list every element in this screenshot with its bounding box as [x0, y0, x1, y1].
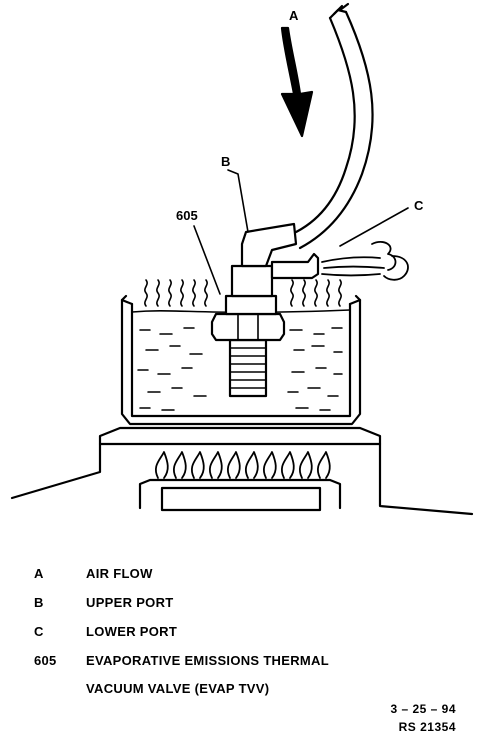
legend-key: 605: [34, 653, 57, 668]
water-surface: [131, 309, 351, 314]
burner-box: [138, 478, 342, 512]
legend-text: EVAPORATIVE EMISSIONS THERMAL VACUUM VAL…: [86, 653, 454, 696]
figure-stamp: 3 – 25 – 94 RS 21354: [390, 700, 456, 736]
evap-tvv-diagram: A B C 605: [10, 2, 474, 516]
legend-text: UPPER PORT: [86, 595, 174, 610]
burner-flames: [154, 451, 331, 479]
legend-item-a: A AIR FLOW: [34, 566, 454, 581]
water-texture: [137, 327, 343, 411]
legend: A AIR FLOW B UPPER PORT C LOWER PORT 605…: [34, 566, 454, 710]
legend-text: LOWER PORT: [86, 624, 178, 639]
callout-a: A: [289, 8, 299, 23]
figure-code: RS 21354: [398, 720, 456, 734]
thermal-vacuum-valve: [210, 222, 320, 398]
figure-date: 3 – 25 – 94: [390, 702, 456, 716]
legend-item-b: B UPPER PORT: [34, 595, 454, 610]
legend-key: A: [34, 566, 44, 581]
legend-key: B: [34, 595, 44, 610]
leader-line-605: [193, 225, 221, 295]
legend-item-605: 605 EVAPORATIVE EMISSIONS THERMAL VACUUM…: [34, 653, 454, 696]
legend-text-line-2: VACUUM VALVE (EVAP TVV): [86, 681, 270, 696]
vacuum-hose: [290, 2, 374, 250]
callout-b: B: [221, 154, 230, 169]
legend-item-c: C LOWER PORT: [34, 624, 454, 639]
water-pan: [120, 294, 362, 426]
leader-line-c: [339, 207, 409, 247]
air-flow-arrow: [280, 26, 314, 138]
legend-key: C: [34, 624, 44, 639]
leader-line-b: [227, 169, 249, 233]
callout-605: 605: [176, 208, 198, 223]
legend-text-line-1: EVAPORATIVE EMISSIONS THERMAL: [86, 653, 329, 668]
stove-surface: [10, 426, 474, 516]
steam-wisps: [144, 279, 342, 307]
escaping-air: [321, 241, 409, 281]
legend-text: AIR FLOW: [86, 566, 153, 581]
callout-c: C: [414, 198, 424, 213]
